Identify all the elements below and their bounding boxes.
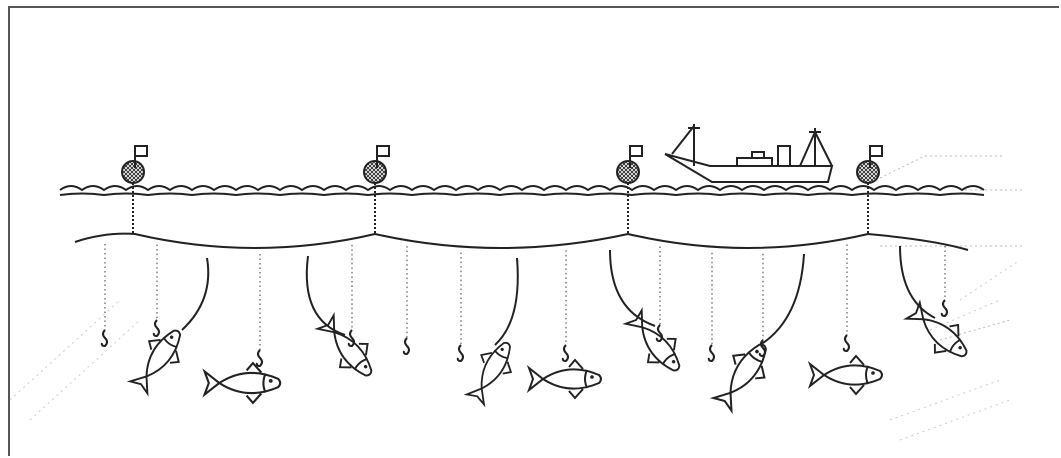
fishes bbox=[126, 299, 968, 415]
branch-line bbox=[758, 253, 766, 358]
buoy bbox=[121, 145, 148, 234]
fish-eye bbox=[871, 371, 875, 375]
buoy-flag bbox=[376, 145, 390, 168]
buoy-float bbox=[363, 160, 387, 184]
branch-line bbox=[759, 253, 805, 346]
hook bbox=[456, 344, 464, 363]
hook bbox=[842, 334, 850, 353]
buoy-flag bbox=[869, 145, 883, 168]
callout-leaders bbox=[879, 155, 1022, 341]
hook bbox=[100, 329, 108, 348]
fish bbox=[463, 341, 513, 408]
fish-eye bbox=[671, 359, 676, 364]
hook bbox=[707, 344, 715, 363]
fish bbox=[126, 329, 182, 397]
branch-line bbox=[347, 244, 355, 348]
fish bbox=[709, 343, 767, 415]
fish bbox=[622, 306, 681, 372]
buoy-float bbox=[856, 160, 880, 184]
fish bbox=[526, 358, 602, 400]
branch-line bbox=[940, 246, 948, 318]
fish bbox=[314, 311, 373, 377]
background-guides bbox=[9, 259, 1021, 441]
branch-line bbox=[609, 249, 656, 327]
branch-lines bbox=[100, 244, 948, 368]
buoy bbox=[616, 145, 643, 234]
sea-surface-waves bbox=[59, 185, 985, 197]
fish-eye bbox=[755, 349, 759, 354]
branch-line bbox=[402, 246, 410, 356]
hook bbox=[561, 344, 569, 363]
leader-buoy bbox=[879, 155, 1005, 179]
fish-eye bbox=[268, 379, 273, 383]
hook bbox=[347, 329, 355, 348]
fish-eye bbox=[169, 335, 174, 339]
buoys bbox=[121, 145, 883, 234]
hook bbox=[152, 319, 160, 338]
figure-frame bbox=[8, 6, 1059, 456]
branch-line bbox=[255, 253, 263, 368]
buoy-float bbox=[616, 160, 640, 184]
fish bbox=[202, 361, 282, 405]
branch-line bbox=[305, 255, 346, 336]
leader-hook bbox=[939, 319, 1011, 341]
boat-aftmast bbox=[799, 128, 833, 167]
branch-line bbox=[707, 252, 715, 363]
hook bbox=[255, 349, 263, 368]
fish-eye bbox=[500, 347, 504, 352]
buoy-flag bbox=[629, 145, 643, 168]
fish bbox=[902, 299, 968, 358]
branch-line bbox=[899, 245, 936, 319]
branch-line bbox=[842, 244, 850, 353]
branch-line bbox=[494, 257, 519, 346]
buoy-flag bbox=[134, 145, 148, 168]
boat-hull bbox=[664, 153, 834, 183]
branch-line bbox=[561, 250, 569, 363]
hook bbox=[655, 324, 663, 343]
boat-foremast bbox=[671, 124, 700, 166]
branch-line bbox=[181, 257, 210, 331]
buoy bbox=[363, 145, 390, 234]
fish-eye bbox=[363, 364, 368, 369]
fish-eye bbox=[958, 345, 962, 350]
buoy bbox=[856, 145, 883, 234]
branch-line bbox=[655, 246, 663, 343]
fish bbox=[807, 354, 883, 396]
branch-line bbox=[456, 252, 464, 363]
hook bbox=[402, 337, 410, 356]
main-line bbox=[74, 232, 969, 251]
boat-cabin bbox=[736, 145, 791, 166]
buoy-float bbox=[121, 160, 145, 184]
fish-eye bbox=[590, 375, 594, 379]
hook bbox=[940, 299, 948, 318]
branch-line bbox=[152, 244, 160, 338]
fishing-boat bbox=[664, 124, 834, 183]
branch-line bbox=[100, 244, 108, 348]
